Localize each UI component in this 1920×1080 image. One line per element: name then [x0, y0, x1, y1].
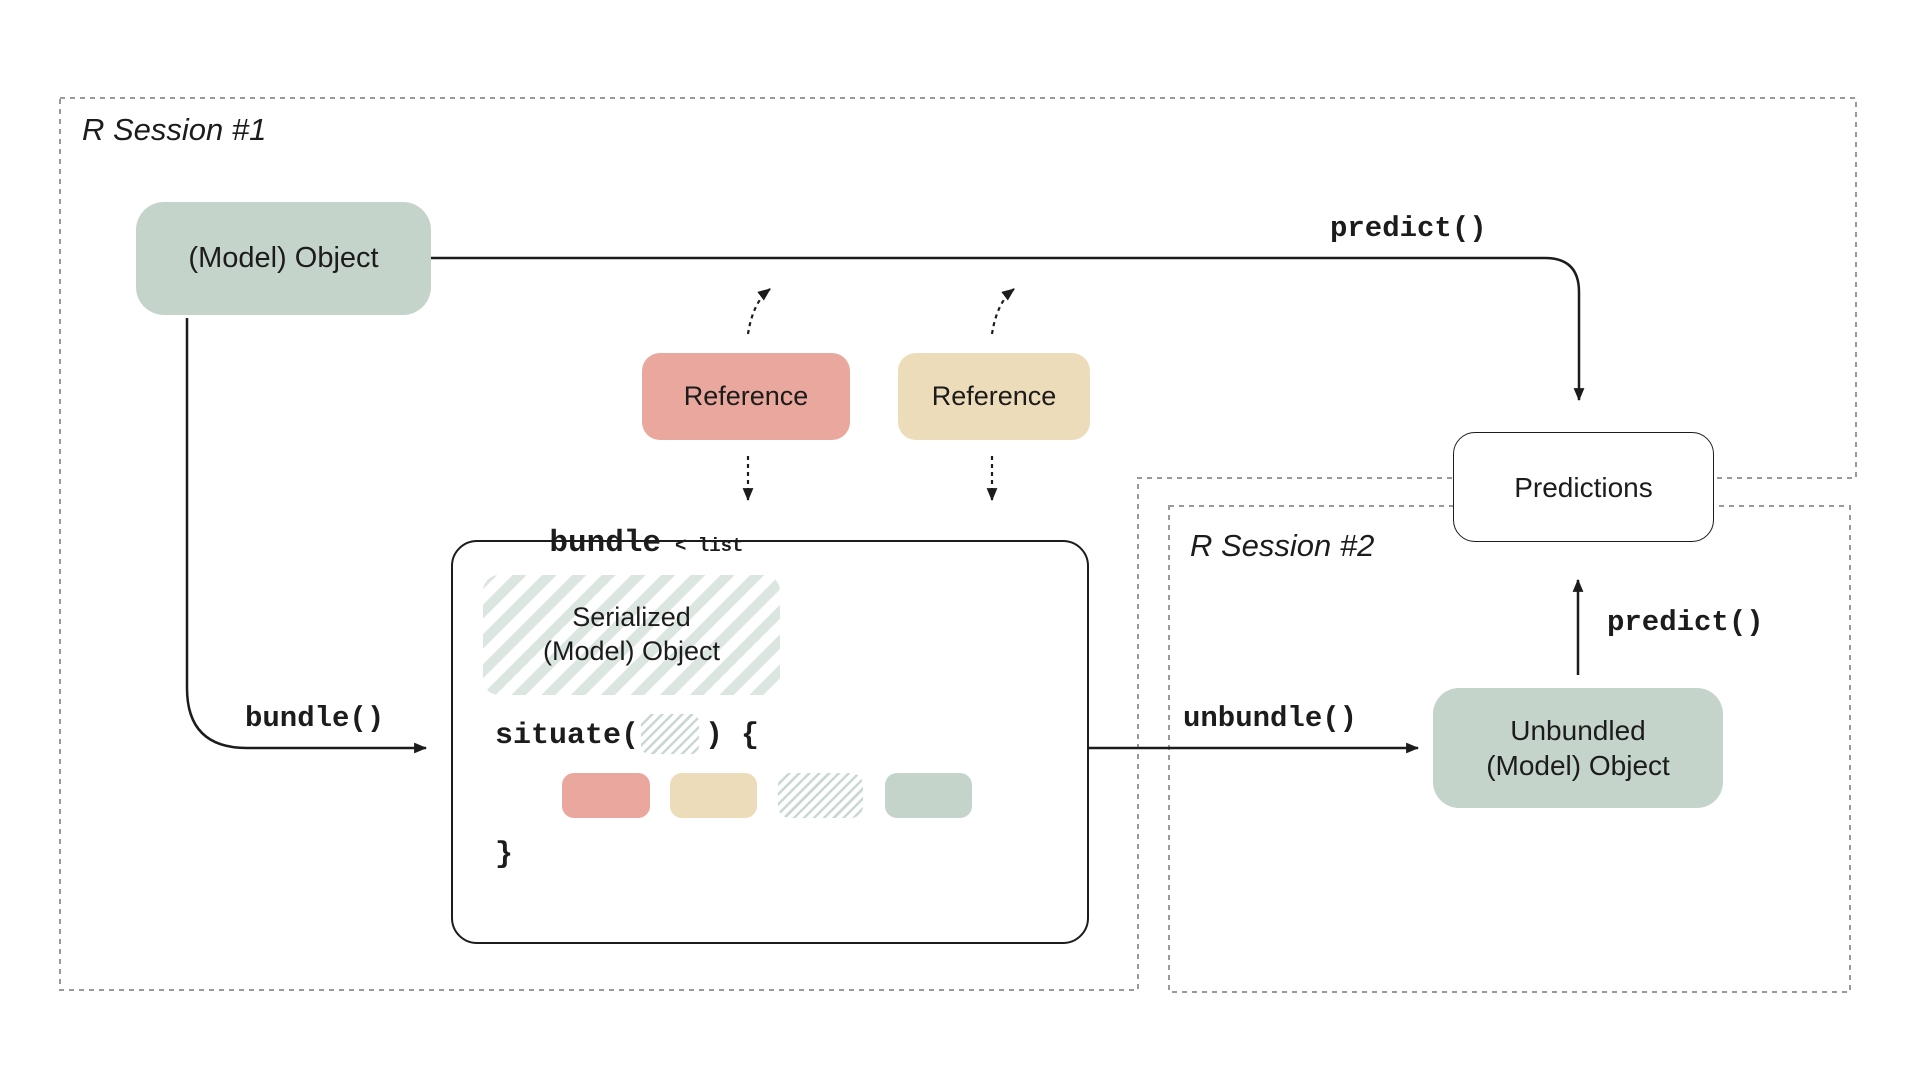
predict-right-label: predict() — [1607, 606, 1764, 639]
bundle-variable-label: bundle < list — [475, 487, 743, 603]
situate-code-line: situate( ) { — [495, 714, 759, 758]
session2-label: R Session #2 — [1190, 528, 1375, 563]
reference-red-label: Reference — [683, 380, 809, 411]
predict-top-label: predict() — [1330, 212, 1487, 245]
bundle-chip-striped — [778, 773, 863, 818]
bundle-arrow — [185, 318, 428, 754]
bundle-chip-green — [885, 773, 972, 818]
reference-tan-node: Reference — [898, 353, 1090, 440]
unbundled-label-line1: Unbundled — [1510, 715, 1646, 746]
unbundle-fn-label: unbundle() — [1183, 702, 1358, 735]
reference-tan-label: Reference — [931, 380, 1057, 411]
bundle-chip-red — [562, 773, 650, 818]
session1-border — [59, 97, 1857, 991]
serialized-label-line2: (Model) Object — [542, 636, 721, 666]
serialized-model-object-node: Serialized (Model) Object — [483, 575, 780, 695]
bundle-chip-tan — [670, 773, 757, 818]
bundle-variable-name: bundle — [549, 526, 662, 561]
situate-open-text: situate( — [495, 719, 640, 753]
predict-top-arrow — [431, 256, 1585, 402]
situate-close-text: ) { — [705, 719, 760, 753]
bundle-class-annotation: < list — [675, 535, 744, 557]
reference-tan-up-arrow — [990, 288, 1015, 335]
model-object-label: (Model) Object — [188, 242, 379, 275]
model-object-node: (Model) Object — [136, 202, 431, 315]
situate-striped-chip-icon — [641, 714, 700, 754]
predictions-label: Predictions — [1514, 471, 1653, 503]
unbundled-model-object-node: Unbundled (Model) Object — [1433, 688, 1723, 808]
session1-label: R Session #1 — [82, 112, 267, 147]
reference-red-node: Reference — [642, 353, 850, 440]
unbundled-label-line2: (Model) Object — [1486, 750, 1670, 781]
bundle-fn-label: bundle() — [245, 702, 385, 735]
closing-brace-text: } — [495, 838, 514, 872]
serialized-label-line1: Serialized — [572, 602, 691, 633]
reference-red-up-arrow — [746, 288, 771, 335]
predictions-node: Predictions — [1453, 432, 1714, 542]
